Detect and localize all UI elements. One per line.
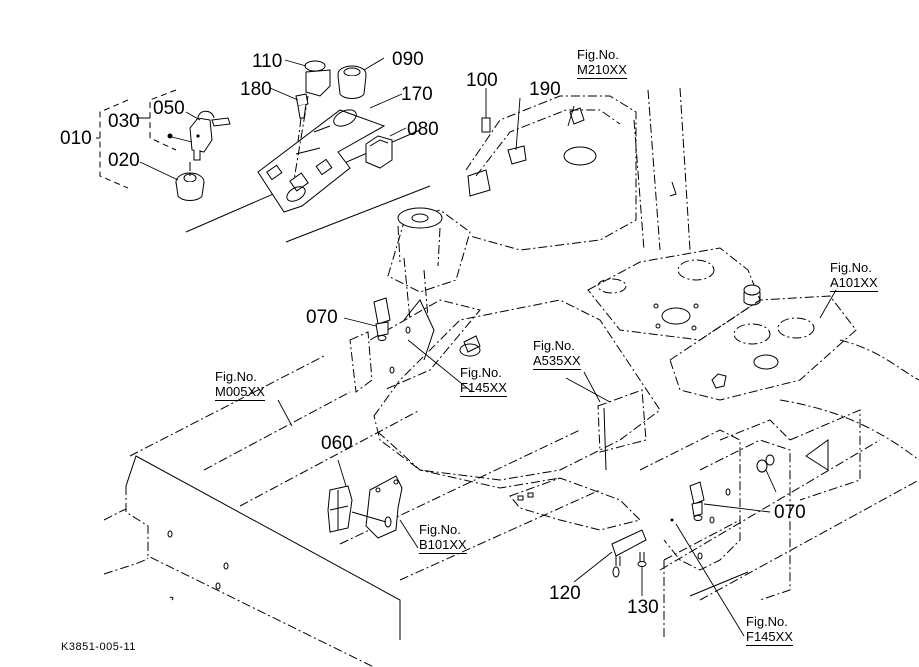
part-label-020[interactable]: 020 — [108, 150, 140, 171]
figure-ref-prefix: Fig.No. — [577, 47, 619, 62]
figure-ref-prefix: Fig.No. — [830, 260, 872, 275]
figure-ref-a535xx[interactable]: Fig.No. A535XX — [533, 338, 581, 370]
figure-ref-code: F145XX — [746, 629, 793, 646]
center-bracket — [509, 371, 647, 531]
part-label-100[interactable]: 100 — [466, 70, 498, 91]
rocker-switch-icon — [365, 127, 407, 169]
bolt-icon — [637, 552, 647, 596]
part-label-120[interactable]: 120 — [549, 583, 581, 604]
figure-ref-b101xx[interactable]: Fig.No. B101XX — [419, 522, 467, 554]
ignition-switch-icon — [139, 161, 205, 201]
switch-panel-assembly — [257, 57, 407, 213]
figure-ref-f145xx-upper[interactable]: Fig.No. F145XX — [460, 365, 507, 397]
switch-icon — [343, 297, 391, 341]
relay-icon — [573, 529, 647, 583]
lower-switch-group — [327, 459, 419, 549]
part-label-070-right[interactable]: 070 — [774, 502, 806, 523]
main-frame — [103, 339, 919, 667]
figure-ref-a101xx[interactable]: Fig.No. A101XX — [830, 260, 878, 292]
figure-ref-f145xx-lower[interactable]: Fig.No. F145XX — [746, 614, 793, 646]
part-label-060[interactable]: 060 — [321, 433, 353, 454]
part-label-030[interactable]: 030 — [108, 111, 140, 132]
part-label-050[interactable]: 050 — [153, 98, 185, 119]
part-label-170[interactable]: 170 — [401, 84, 433, 105]
figure-ref-prefix: Fig.No. — [533, 338, 575, 353]
screw-icon — [269, 87, 309, 143]
figure-ref-prefix: Fig.No. — [215, 369, 257, 384]
figure-ref-code: B101XX — [419, 537, 467, 554]
stray-mark — [169, 596, 174, 601]
switch-icon — [689, 481, 771, 521]
push-button-icon — [284, 59, 331, 181]
gauge-icon — [337, 57, 385, 99]
key-icon — [167, 110, 231, 161]
part-label-070-left[interactable]: 070 — [306, 307, 338, 328]
figure-ref-code: F145XX — [460, 380, 507, 397]
part-label-090[interactable]: 090 — [392, 49, 424, 70]
part-label-180[interactable]: 180 — [240, 79, 272, 100]
figure-ref-m210xx[interactable]: Fig.No. M210XX — [577, 47, 627, 79]
figure-ref-code: A101XX — [830, 275, 878, 292]
drawing-id: K3851-005-11 — [61, 641, 136, 653]
figure-ref-m005xx[interactable]: Fig.No. M005XX — [215, 369, 265, 401]
figure-ref-code: M210XX — [577, 62, 627, 79]
figure-ref-code: M005XX — [215, 384, 265, 401]
figure-ref-code: A535XX — [533, 353, 581, 370]
figure-ref-prefix: Fig.No. — [746, 614, 788, 629]
switch-icon — [327, 459, 353, 533]
part-label-190[interactable]: 190 — [529, 79, 561, 100]
part-label-080[interactable]: 080 — [407, 119, 439, 140]
right-bracket — [573, 409, 861, 640]
figure-ref-prefix: Fig.No. — [460, 365, 502, 380]
part-label-010[interactable]: 010 — [60, 128, 92, 149]
console-body — [387, 87, 691, 293]
part-label-110[interactable]: 110 — [252, 51, 283, 72]
part-label-130[interactable]: 130 — [627, 597, 659, 618]
figure-ref-prefix: Fig.No. — [419, 522, 461, 537]
tank-assembly — [373, 247, 857, 489]
left-bracket — [343, 257, 481, 393]
